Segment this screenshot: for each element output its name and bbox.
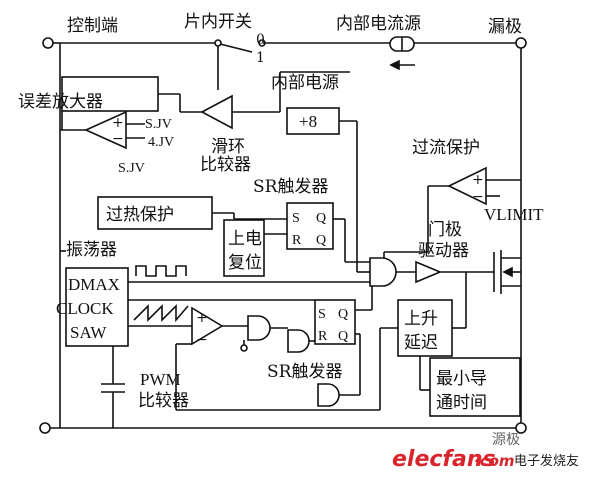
overcurrent-label: 过流保护 [412,138,480,158]
oscillator-label: 振荡器 [66,240,117,260]
watermark-logo: elecfans ·com 电子发烧友 [392,447,579,472]
power-on-reset-label-1: 上电 [228,229,262,249]
oscillator-clock: CLOCK [56,299,114,318]
drain-terminal [515,37,527,49]
switch-pos1-label: 1 [256,50,265,66]
watermark-site: elecfans [392,447,496,472]
overcurrent-plus: + [472,172,484,188]
power-on-reset-label-2: 复位 [228,253,262,273]
thermal-protection-label: 过热保护 [106,205,174,225]
oscillator-box [65,267,129,347]
source-terminal-label: 源极 [492,432,520,448]
error-amp-label: 误差放大器 [18,92,103,112]
shunt-comparator-symbol [200,94,233,130]
error-amp-ref-top: S.JV [145,117,172,132]
sr-top-q: Q [316,211,326,226]
sr-flipflop-bottom-box [314,299,356,345]
sr-top-r: R [292,233,302,248]
overcurrent-comparator-symbol [447,166,487,206]
control-terminal-bottom [39,422,51,434]
min-on-time-box [429,357,521,417]
and-gate-top [369,257,397,287]
saw-waveform [133,304,189,323]
switch-contact-1 [258,39,266,47]
sr-top-s: S [292,211,300,226]
power-on-reset-box [223,219,265,277]
sr-bottom-q: Q [338,307,348,322]
pwm-label-1: PWM [140,370,181,389]
sr-top-qbar: Q [316,233,326,248]
overcurrent-vlimit: VLIMIT [484,205,544,224]
overcurrent-minus: − [472,189,484,205]
and-gate-small [287,329,310,353]
control-terminal [42,37,54,49]
switch-label: 片内开关 [184,12,252,32]
watermark-dotcom: ·com [474,452,515,470]
pwm-minus: − [196,332,208,348]
error-amp-ref-bot: S.JV [118,161,145,176]
sr-bottom-s: S [318,307,326,322]
pwm-plus: + [196,310,208,326]
drain-terminal-label: 漏极 [488,17,522,37]
pwm-label-2: 比较器 [138,391,189,411]
sr-bottom-qbar: Q [338,329,348,344]
switch-pos0-label: 0 [256,32,265,48]
sr-flipflop-bottom-label: SR触发器 [267,362,342,382]
min-on-time-label-2: 通时间 [436,393,487,413]
oscillator-saw: SAW [70,323,107,342]
shunt-comparator-label-1: 滑环 [211,137,245,157]
pwm-comparator-symbol [191,306,224,346]
gate-driver-symbol [415,260,443,284]
internal-supply-value: +8 [299,112,317,131]
control-terminal-label: 控制端 [67,16,118,36]
gate-driver-label-2: 驱动器 [418,241,469,261]
sr-bottom-r: R [318,329,328,344]
clock-waveform [135,265,187,277]
switch-contact-0 [214,39,222,47]
gate-driver-label-1: 门极 [428,220,462,240]
internal-supply-label: 内部电源 [271,73,339,93]
sr-flipflop-top-label: SR触发器 [253,177,328,197]
min-on-time-label-1: 最小导 [436,369,487,389]
error-amp-plus: + [112,115,124,131]
and-gate-middle [247,315,271,341]
current-source-label: 内部电流源 [336,14,421,34]
and-gate-bottom [317,383,340,407]
watermark-tagline: 电子发烧友 [514,453,579,469]
sr-flipflop-top-box [286,202,334,250]
error-amp-ref-mid: 4.JV [148,135,174,150]
shunt-comparator-label-2: 比较器 [200,155,251,175]
error-amp-symbol [84,110,127,150]
error-amp-minus: − [112,131,124,147]
oscillator-dmax: DMAX [68,275,120,294]
rise-delay-label-2: 延迟 [404,333,438,353]
rise-delay-label-1: 上升 [404,309,438,329]
